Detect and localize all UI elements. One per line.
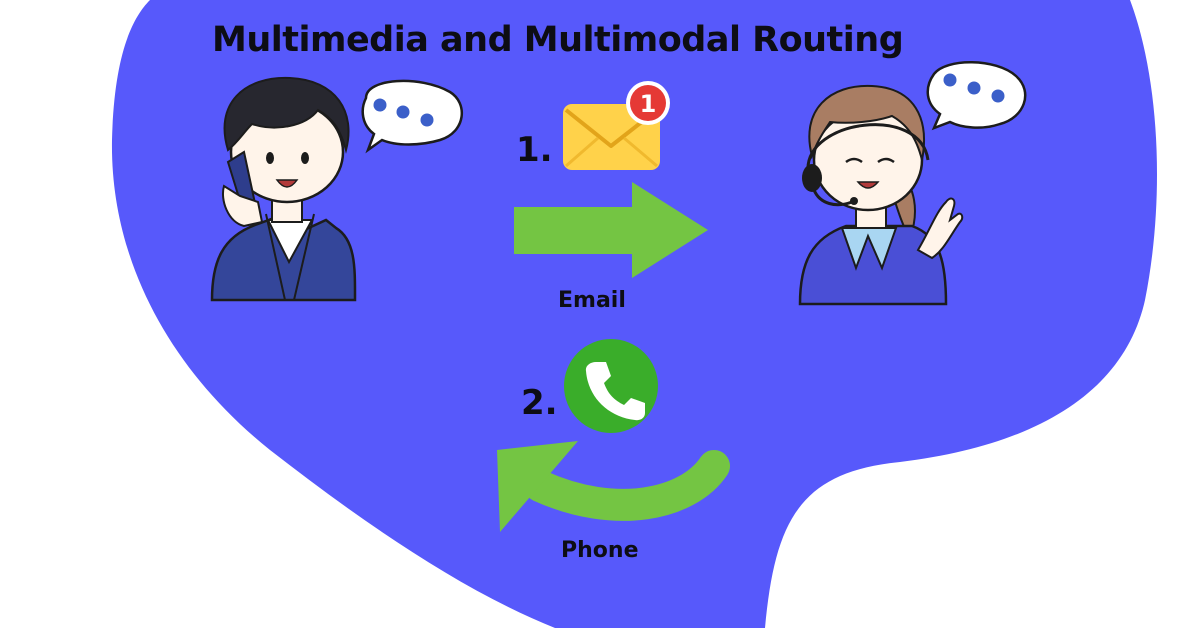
notification-badge: 1 bbox=[626, 81, 670, 125]
badge-count: 1 bbox=[640, 90, 657, 118]
step-number-phone: 2. bbox=[521, 383, 558, 423]
caller-man bbox=[210, 76, 464, 302]
phone-icon bbox=[564, 339, 658, 433]
phone-label: Phone bbox=[561, 538, 639, 563]
agent-woman-headset bbox=[798, 61, 1027, 306]
phone-arrow bbox=[497, 441, 730, 532]
email-label: Email bbox=[558, 288, 626, 313]
step-number-email: 1. bbox=[516, 130, 553, 170]
page-title: Multimedia and Multimodal Routing bbox=[212, 20, 904, 60]
email-arrow bbox=[514, 182, 708, 278]
